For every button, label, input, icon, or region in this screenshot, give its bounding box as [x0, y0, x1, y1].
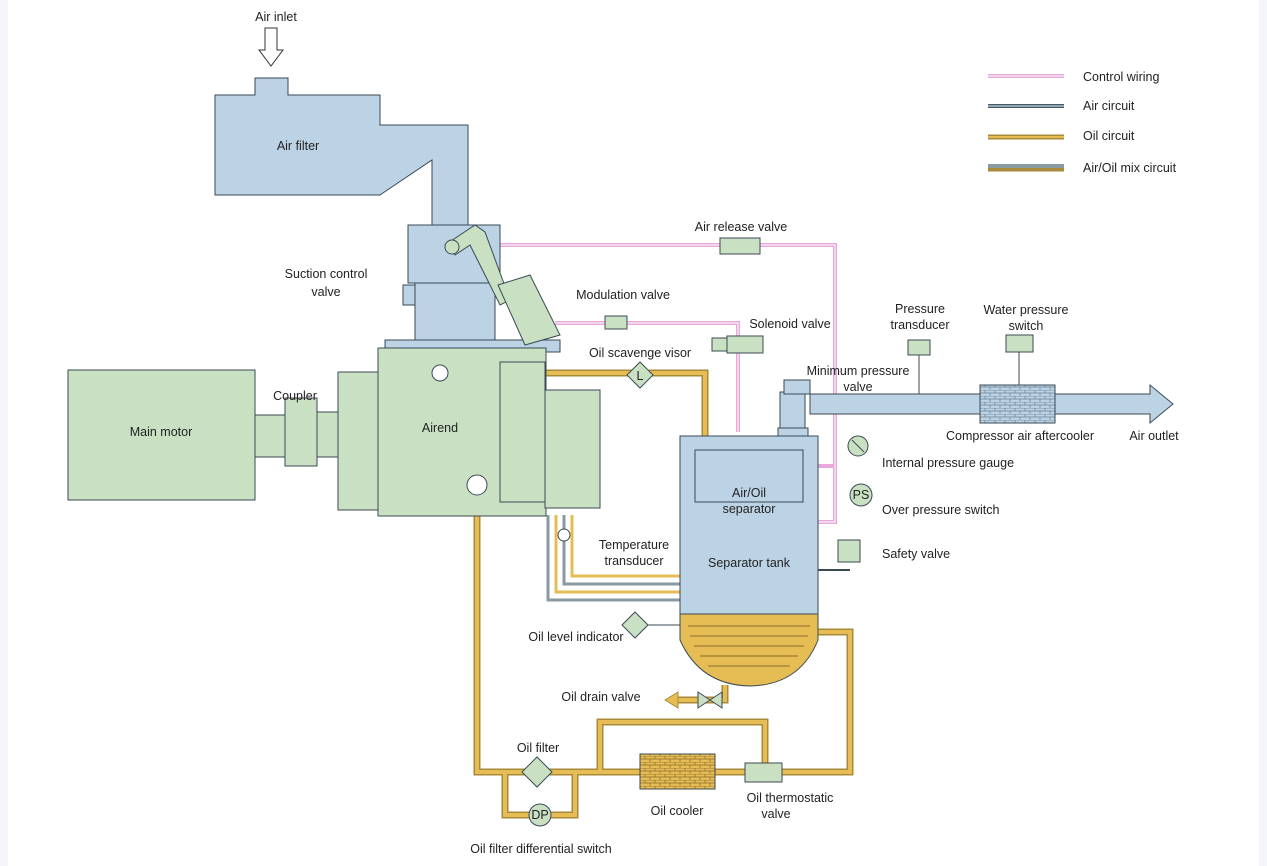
label-air-oil-separator: Air/Oil — [732, 486, 766, 500]
label-oil-filter-differential-switch: Oil filter differential switch — [470, 842, 612, 856]
label-safety-valve: Safety valve — [882, 547, 950, 561]
modulation-valve-icon — [604, 315, 628, 330]
differential-switch-icon — [528, 803, 552, 827]
label-separator-tank: Separator tank — [708, 556, 791, 570]
separator-tank — [679, 435, 819, 687]
legend: Control wiring Air circuit Oil circuit A… — [988, 70, 1177, 175]
label-pressure-transducer-2: transducer — [890, 318, 949, 332]
air-inlet-arrow-icon — [258, 27, 284, 67]
label-air-filter: Air filter — [277, 139, 319, 153]
oil-cooler — [639, 753, 716, 790]
safety-valve-icon — [837, 539, 861, 563]
label-aftercooler: Compressor air aftercooler — [946, 429, 1094, 443]
label-suction-control-valve: Suction control — [285, 267, 368, 281]
solenoid-valve-icon — [711, 335, 764, 354]
label-air-release-valve: Air release valve — [695, 220, 787, 234]
legend-label-oil: Oil circuit — [1083, 129, 1135, 143]
oil-drain-valve-icon — [697, 691, 723, 709]
over-pressure-switch-icon — [849, 483, 873, 507]
oil-thermostatic-valve-icon — [744, 762, 783, 783]
legend-label-air: Air circuit — [1083, 99, 1135, 113]
symbol-l: L — [637, 369, 644, 383]
symbol-ps: PS — [853, 488, 870, 502]
legend-label-mix: Air/Oil mix circuit — [1083, 161, 1177, 175]
label-oil-thermostatic-valve-2: valve — [761, 807, 790, 821]
label-solenoid-valve: Solenoid valve — [749, 317, 830, 331]
label-internal-pressure-gauge: Internal pressure gauge — [882, 456, 1014, 470]
label-air-oil-separator-2: separator — [723, 502, 776, 516]
minimum-pressure-valve — [777, 379, 811, 437]
mix-circuit — [546, 515, 680, 602]
label-minimum-pressure-valve-2: valve — [843, 380, 872, 394]
air-filter — [214, 77, 469, 241]
label-oil-cooler: Oil cooler — [651, 804, 704, 818]
air-release-valve-icon — [719, 237, 761, 255]
oil-drain-arrow-icon — [664, 691, 679, 709]
water-pressure-switch-icon — [1005, 334, 1034, 353]
oil-scavenge-visor-icon — [626, 361, 654, 389]
main-motor — [67, 369, 256, 501]
oil-return-nozzle-icon — [431, 364, 449, 382]
symbol-dp: DP — [531, 808, 548, 822]
airend — [337, 347, 601, 517]
oil-level-indicator-icon — [621, 611, 649, 639]
label-main-motor: Main motor — [130, 425, 193, 439]
label-water-pressure-switch-2: switch — [1009, 319, 1044, 333]
temperature-transducer-icon — [557, 528, 571, 542]
aftercooler — [979, 384, 1056, 424]
label-pressure-transducer: Pressure — [895, 302, 945, 316]
label-oil-level-indicator: Oil level indicator — [528, 630, 623, 644]
label-coupler: Coupler — [273, 389, 317, 403]
legend-item-control: Control wiring — [988, 70, 1159, 84]
legend-item-air: Air circuit — [988, 99, 1135, 113]
label-suction-control-valve-2: valve — [311, 285, 340, 299]
label-airend: Airend — [422, 421, 458, 435]
label-air-inlet: Air inlet — [255, 10, 297, 24]
oil-filter-icon — [521, 756, 553, 788]
label-modulation-valve: Modulation valve — [576, 288, 670, 302]
suction-control-valve — [384, 224, 561, 353]
label-minimum-pressure-valve: Minimum pressure — [807, 364, 910, 378]
label-oil-drain-valve: Oil drain valve — [561, 690, 640, 704]
legend-item-oil: Oil circuit — [988, 129, 1135, 143]
label-over-pressure-switch: Over pressure switch — [882, 503, 999, 517]
label-oil-scavenge-visor: Oil scavenge visor — [589, 346, 691, 360]
label-temperature-transducer: Temperature — [599, 538, 669, 552]
legend-label-control: Control wiring — [1083, 70, 1159, 84]
legend-item-mix: Air/Oil mix circuit — [988, 161, 1177, 175]
label-water-pressure-switch: Water pressure — [984, 303, 1069, 317]
coupler — [254, 397, 340, 467]
label-air-outlet: Air outlet — [1129, 429, 1179, 443]
pressure-transducer-icon — [907, 339, 931, 356]
pressure-gauge-needle — [851, 439, 865, 453]
label-temperature-transducer-2: transducer — [604, 554, 663, 568]
label-oil-filter: Oil filter — [517, 741, 559, 755]
label-oil-thermostatic-valve: Oil thermostatic — [747, 791, 834, 805]
